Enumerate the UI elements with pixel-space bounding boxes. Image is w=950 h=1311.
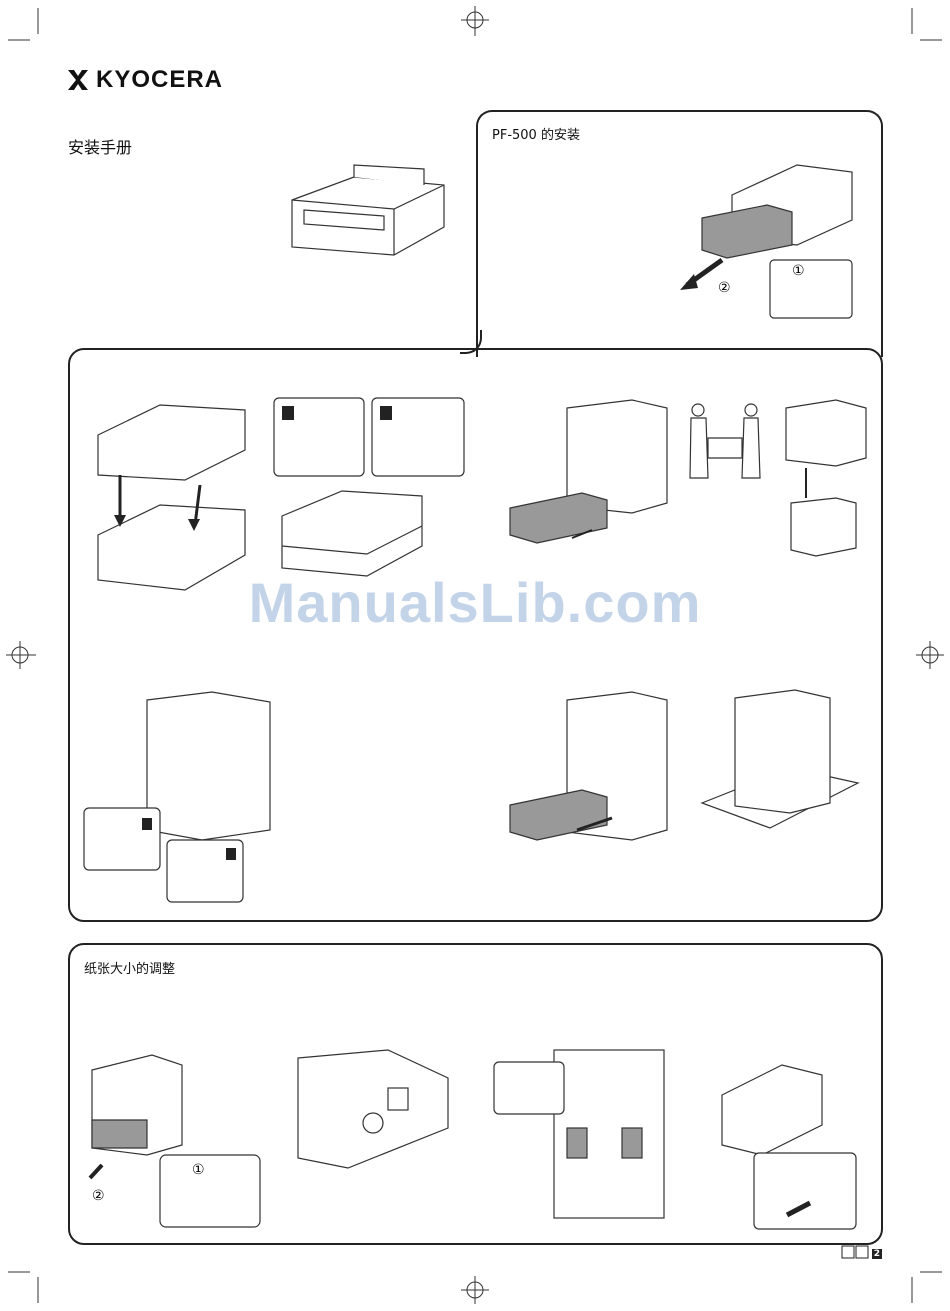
length-guide-illustration [712, 1035, 860, 1231]
page-number-text: 2 [872, 1249, 882, 1259]
paper-tray-removal-illustration: ① ② [82, 1050, 262, 1230]
brand-logo: KYOCERA [66, 66, 223, 94]
printer-tray-illustration [492, 398, 672, 548]
callout-two-b: ② [92, 1188, 105, 1204]
install-heading: PF-500 的安装 [492, 124, 580, 143]
kyocera-mark-icon [66, 68, 90, 92]
watermark: ManualsLib.com [0, 570, 950, 635]
assembled-printer-illustration [82, 690, 277, 905]
insert-tray-illustration [492, 690, 672, 850]
manual-title: 安装手册 [68, 134, 132, 158]
callout-two: ② [718, 280, 731, 296]
paper-feeder-illustration [284, 155, 454, 265]
paper-size-heading: 纸张大小的调整 [84, 958, 175, 977]
paper-guide-illustration [492, 1048, 672, 1220]
callout-one: ① [792, 263, 805, 279]
printer-floor-illustration [700, 688, 860, 833]
page-number: 2 [840, 1244, 882, 1264]
rear-panel-illustration [288, 1048, 453, 1173]
lift-printer-illustration [686, 398, 871, 563]
tray-removal-illustration: ① ② [672, 150, 862, 325]
callout-one-b: ① [192, 1162, 205, 1178]
brand-name: KYOCERA [96, 66, 223, 94]
page-turn-icon [840, 1244, 870, 1264]
